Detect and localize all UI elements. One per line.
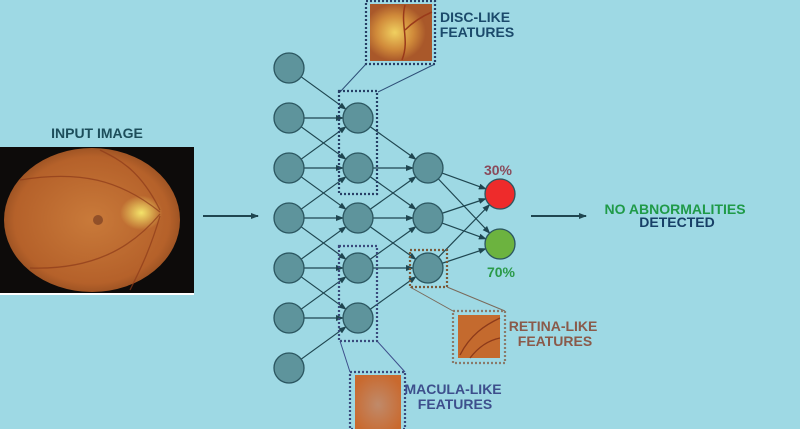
input-node	[273, 202, 305, 234]
hidden-node-layer1	[342, 252, 374, 284]
disc-feature-image	[370, 4, 432, 61]
retina-features-label: RETINA-LIKE FEATURES	[509, 318, 602, 349]
input-node	[273, 302, 305, 334]
macula-feature-image	[355, 375, 401, 429]
normal-probability: 70%	[487, 264, 516, 280]
input-node	[273, 102, 305, 134]
input-node	[273, 152, 305, 184]
disc-feature-callout	[337, 0, 437, 196]
connection	[441, 172, 487, 190]
macula-features-label: MACULA-LIKE FEATURES	[404, 381, 505, 412]
input-node	[273, 352, 305, 384]
hidden-node-layer1	[342, 302, 374, 334]
connection	[300, 226, 347, 260]
disc-features-label: DISC-LIKE FEATURES	[440, 9, 514, 40]
output-node-normal	[484, 228, 516, 260]
result-label: NO ABNORMALITIES DETECTED	[605, 201, 750, 230]
connection	[369, 276, 417, 310]
connection	[369, 176, 417, 210]
input-fundus-image	[0, 147, 194, 295]
hidden-node-layer1	[342, 102, 374, 134]
input-node	[273, 52, 305, 84]
input-node	[273, 252, 305, 284]
input-image-label: INPUT IMAGE	[51, 125, 143, 141]
output-node-abnormal	[484, 178, 516, 210]
hidden-node-layer2	[412, 202, 444, 234]
connection	[300, 326, 347, 360]
hidden-node-layer1	[342, 202, 374, 234]
connection	[438, 204, 491, 258]
hidden-node-layer2	[412, 252, 444, 284]
retina-feature-callout	[408, 248, 507, 365]
connection	[442, 248, 487, 264]
network-nodes	[273, 52, 516, 384]
connection	[442, 198, 487, 214]
hidden-node-layer2	[412, 152, 444, 184]
network-connections	[300, 76, 491, 360]
connection	[369, 126, 417, 160]
macula-feature-callout	[337, 244, 407, 429]
connection	[300, 176, 347, 210]
hidden-node-layer1	[342, 152, 374, 184]
abnormal-probability: 30%	[484, 162, 513, 178]
